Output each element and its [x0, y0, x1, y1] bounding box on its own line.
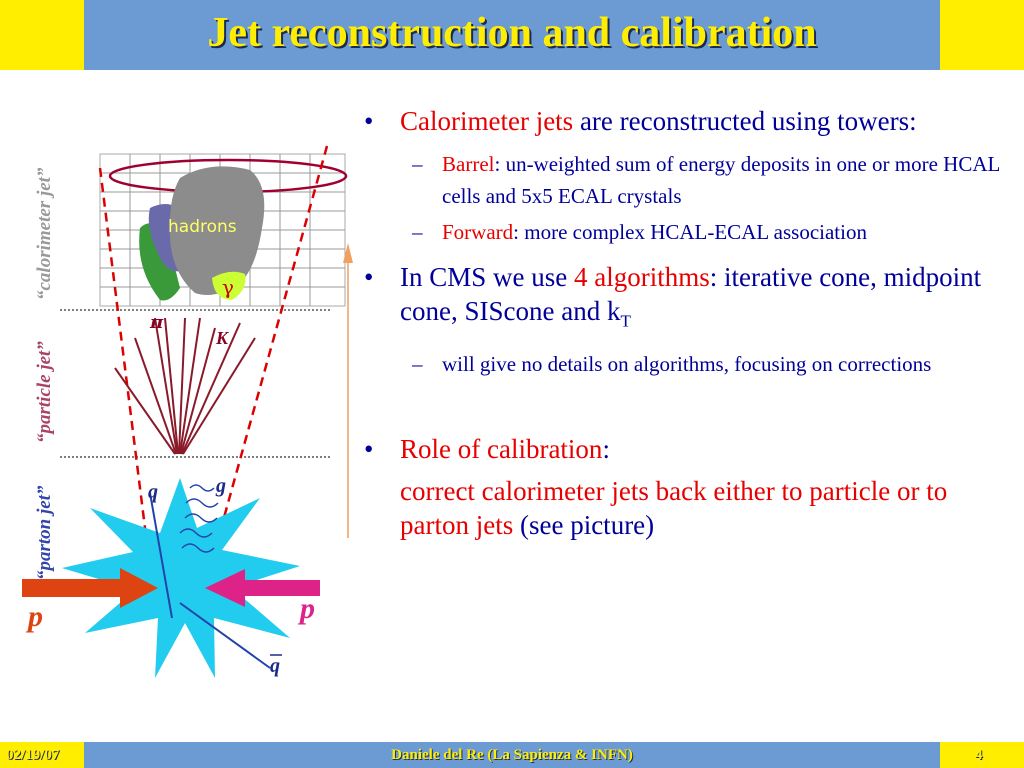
proton-arrow-right	[205, 569, 320, 607]
calibration-paragraph: correct calorimeter jets back either to …	[362, 474, 1012, 542]
footer-center-box	[84, 742, 940, 768]
bullet2-pre: In CMS we use	[400, 262, 574, 292]
p-left-label: p	[25, 600, 43, 633]
collision-starburst	[62, 478, 300, 678]
subbullet-barrel: – Barrel: un-weighted sum of energy depo…	[412, 152, 1000, 208]
bullet-calorimeter-jets: • Calorimeter jets are reconstructed usi…	[364, 106, 917, 136]
cone-left-edge	[98, 167, 152, 569]
sub1-highlight: Barrel	[442, 152, 495, 176]
hadrons-label: hadrons	[168, 217, 237, 237]
bullet-algorithms: • In CMS we use 4 algorithms: iterative …	[364, 262, 982, 331]
q-label: q	[148, 481, 158, 503]
jet-diagram: hadrons γ π K q g q p p “calorimeter jet…	[22, 145, 353, 678]
title-box	[84, 0, 940, 70]
bullet3-highlight: Role of calibration	[400, 434, 603, 465]
bullet-calibration: • Role of calibration:	[364, 434, 610, 465]
sub2-highlight: Forward	[442, 220, 514, 244]
pi-label: π	[149, 312, 164, 333]
cone-right-edge	[208, 145, 329, 569]
bullet3-end: :	[602, 434, 610, 465]
sub1-text: : un-weighted sum of energy deposits in …	[442, 152, 1000, 208]
antiquark-line	[179, 602, 271, 669]
bullet1-end: :	[909, 106, 917, 136]
para-highlight: correct calorimeter jets back either to …	[400, 476, 948, 541]
sub2-text: : more complex HCAL-ECAL association	[513, 220, 867, 244]
footer-page-number: 4	[975, 747, 983, 763]
slide-content: • Calorimeter jets are reconstructed usi…	[362, 104, 1012, 542]
footer-author: Daniele del Re (La Sapienza & INFN)	[391, 747, 633, 763]
flow-arrow-head	[343, 243, 353, 263]
gamma-label: γ	[222, 275, 234, 299]
quark-line	[149, 492, 173, 619]
bullet1-highlight: Calorimeter jets	[400, 106, 574, 136]
para-text: (see picture)	[513, 510, 655, 541]
hadron-blob-gray	[169, 166, 265, 296]
g-label: g	[215, 475, 226, 497]
p-right-label: p	[297, 592, 315, 625]
bullet2-text: : iterative cone, midpoint cone, SIScone…	[400, 262, 982, 326]
particle-tracks	[114, 317, 256, 455]
subbullet-forward: – Forward: more complex HCAL-ECAL associ…	[412, 220, 867, 244]
bullet1-text: are reconstructed using towers	[573, 106, 910, 136]
subbullet-no-details: – will give no details on algorithms, fo…	[412, 352, 932, 377]
footer-date: 02/19/07	[6, 747, 60, 763]
label-parton-jet: “parton jet”	[34, 485, 55, 580]
gluon-line	[179, 484, 219, 553]
hadron-blob-green	[139, 223, 180, 301]
k-label: K	[215, 328, 230, 348]
label-calorimeter-jet: “calorimeter jet”	[34, 167, 55, 300]
label-particle-jet: “particle jet”	[34, 341, 55, 443]
gamma-blob	[212, 271, 246, 300]
qbar-label: q	[270, 655, 280, 677]
bullet2-highlight: 4 algorithms	[574, 262, 710, 292]
sub3-text: will give no details on algorithms, focu…	[442, 352, 932, 377]
bullet2-subscript: T	[620, 311, 631, 331]
slide-title: Jet reconstruction and calibration	[207, 10, 817, 56]
proton-arrow-left	[22, 568, 158, 608]
